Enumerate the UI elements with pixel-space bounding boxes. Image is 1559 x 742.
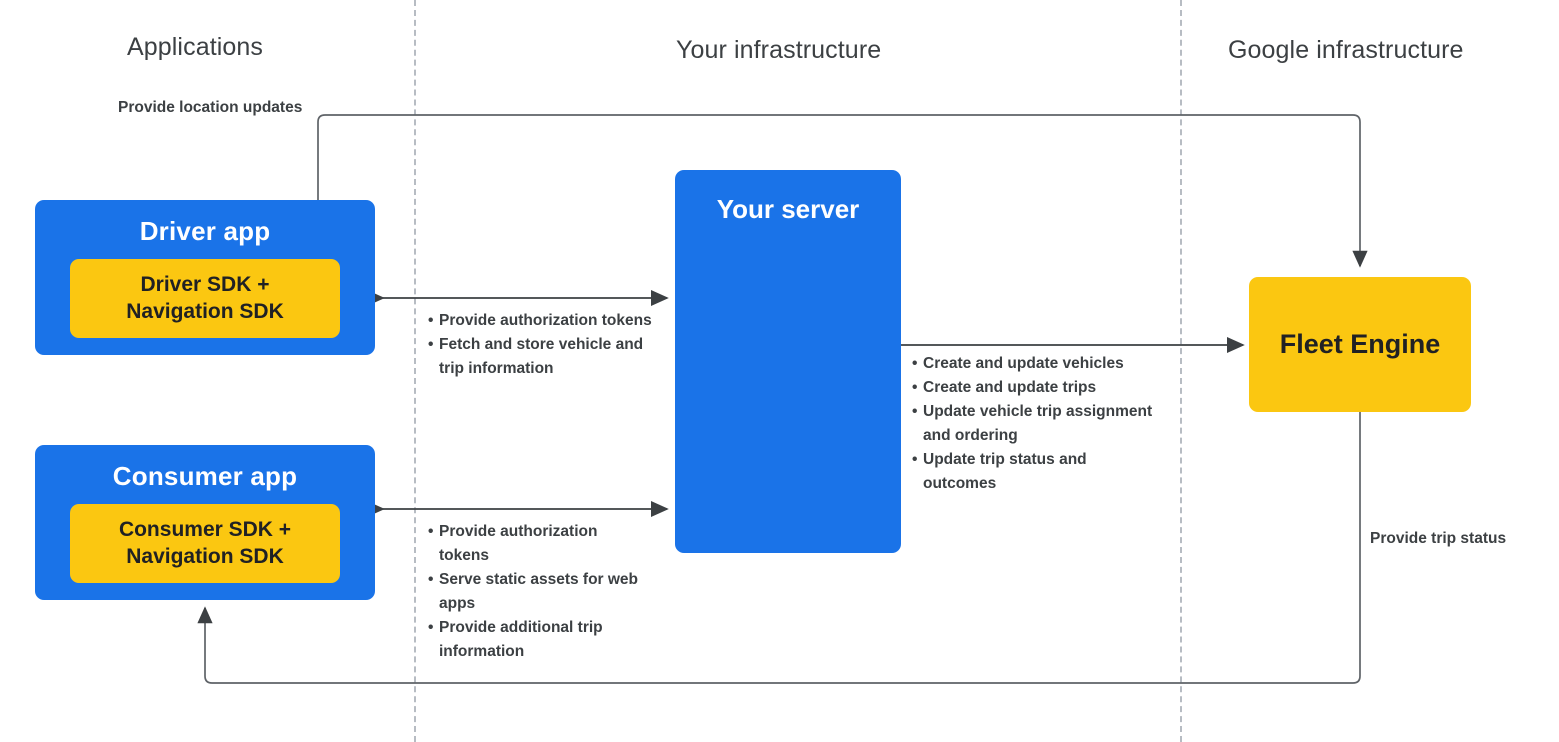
list-item: Serve static assets for web apps: [428, 568, 650, 616]
zone-title-google-infrastructure: Google infrastructure: [1228, 36, 1464, 64]
list-item: Create and update vehicles: [912, 352, 1157, 376]
node-consumer-app[interactable]: Consumer app Consumer SDK + Navigation S…: [35, 445, 375, 600]
list-item: Provide authorization tokens: [428, 520, 650, 568]
bullets-driver-server: Provide authorization tokens Fetch and s…: [428, 309, 666, 381]
node-fleet-engine[interactable]: Fleet Engine: [1249, 277, 1471, 412]
your-server-title: Your server: [716, 194, 860, 224]
list-item: Provide authorization tokens: [428, 309, 666, 333]
divider-infrastructure-google: [1180, 0, 1182, 742]
list-item: Update trip status and outcomes: [912, 448, 1157, 496]
list-item: Fetch and store vehicle and trip informa…: [428, 333, 666, 381]
fleet-engine-title: Fleet Engine: [1279, 329, 1441, 359]
zone-title-your-infrastructure: Your infrastructure: [676, 36, 882, 64]
consumer-app-title: Consumer app: [112, 461, 298, 491]
bullets-server-fleetengine: Create and update vehicles Create and up…: [912, 352, 1157, 496]
bullets-consumer-server: Provide authorization tokens Serve stati…: [428, 520, 650, 664]
label-provide-location-updates: Provide location updates: [118, 99, 303, 116]
list-item: Create and update trips: [912, 376, 1157, 400]
driver-app-title: Driver app: [139, 216, 271, 246]
zone-title-applications: Applications: [127, 33, 264, 61]
driver-sdk-box[interactable]: Driver SDK + Navigation SDK: [70, 259, 340, 338]
divider-applications-infrastructure: [414, 0, 416, 742]
node-your-server[interactable]: Your server: [675, 170, 901, 553]
list-item: Provide additional trip information: [428, 616, 650, 664]
label-provide-trip-status: Provide trip status: [1370, 530, 1507, 547]
list-item: Update vehicle trip assignment and order…: [912, 400, 1157, 448]
node-driver-app[interactable]: Driver app Driver SDK + Navigation SDK: [35, 200, 375, 355]
consumer-sdk-box[interactable]: Consumer SDK + Navigation SDK: [70, 504, 340, 583]
